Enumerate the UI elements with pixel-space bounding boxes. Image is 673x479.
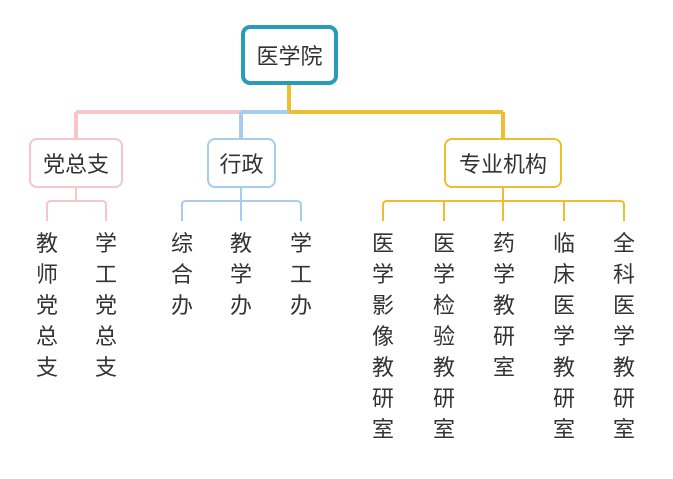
leaf-admin-general[interactable]: 综合办: [170, 232, 193, 319]
leaf-spec-imaging[interactable]: 医学影像教研室: [371, 232, 394, 443]
leaf-party-teacher[interactable]: 教师党总支: [35, 232, 58, 381]
branch-spec-node[interactable]: 专业机构: [444, 138, 562, 188]
leaf-spec-pharmacy[interactable]: 药学教研室: [492, 232, 515, 381]
branch-admin-node[interactable]: 行政: [207, 138, 276, 188]
leaf-spec-general[interactable]: 全科医学教研室: [612, 232, 635, 443]
leaf-spec-lab[interactable]: 医学检验教研室: [432, 232, 455, 443]
leaf-admin-teaching[interactable]: 教学办: [229, 232, 252, 319]
branch-party-node[interactable]: 党总支: [29, 138, 123, 188]
root-node[interactable]: 医学院: [241, 25, 338, 85]
party-bracket-line: [46, 200, 107, 221]
leaf-party-student[interactable]: 学工党总支: [94, 232, 117, 381]
leaf-spec-clinical[interactable]: 临床医学教研室: [552, 232, 575, 443]
leaf-admin-student[interactable]: 学工办: [289, 232, 312, 319]
